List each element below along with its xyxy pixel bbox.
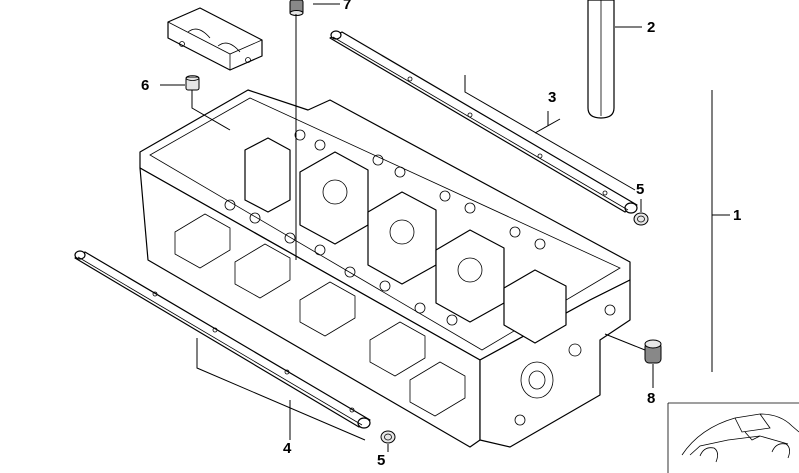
upper-shaft-part[interactable] [329,30,638,214]
seal-upper-part[interactable] [633,212,649,226]
bearing-cap-part[interactable] [167,7,263,71]
callout-4: 4 [283,440,292,457]
thumbnail-car-image [667,402,799,473]
callout-7: 7 [343,0,352,13]
callout-1: 1 [733,207,742,224]
pin-part[interactable] [185,75,200,91]
sleeve-small-part[interactable] [289,0,304,16]
callout-5-lower: 5 [377,452,386,469]
seal-lower-part[interactable] [380,430,396,444]
leader-lines [160,3,730,452]
callout-3: 3 [548,89,557,106]
callout-8: 8 [647,390,656,407]
lower-shaft-part[interactable] [74,250,371,429]
callout-2: 2 [647,19,656,36]
callout-5-upper: 5 [636,181,645,198]
callout-6: 6 [141,77,150,94]
plug-part[interactable] [644,339,662,364]
sleeve-part[interactable] [587,0,615,119]
cylinder-head-part[interactable] [139,89,631,448]
